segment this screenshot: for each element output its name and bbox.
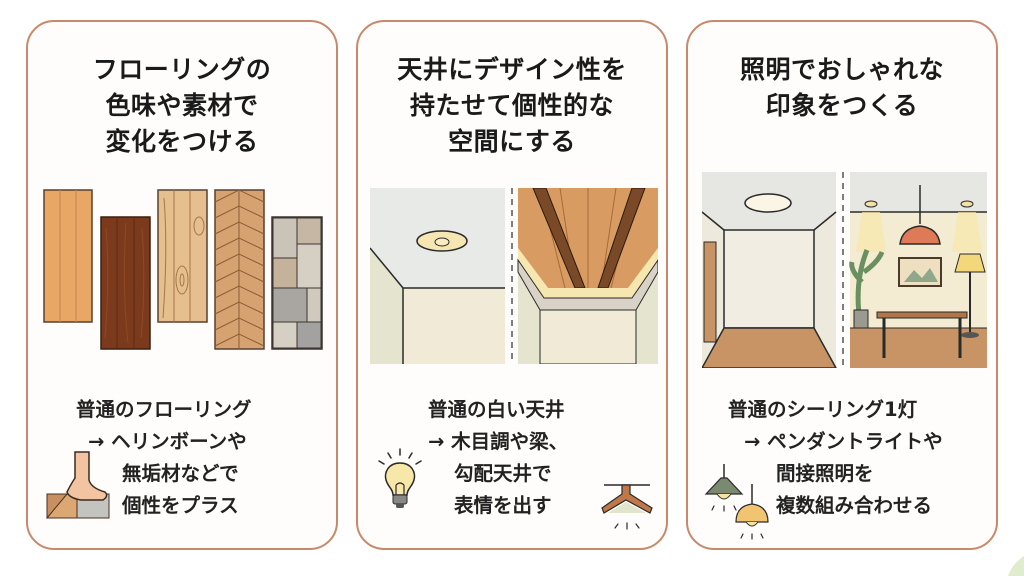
title-line: 照明でおしゃれな <box>739 55 944 84</box>
card-title: 照明でおしゃれな 印象をつくる <box>688 52 996 124</box>
herringbone-parquet <box>214 189 265 350</box>
desc-line: 普通のフローリング <box>76 398 252 421</box>
ceiling-before-after-illustration <box>370 188 658 364</box>
corner-leaf-decoration <box>984 536 1024 576</box>
desc-line: 普通の白い天井 <box>428 398 565 421</box>
desc-line: 複数組み合わせる <box>776 494 933 517</box>
desc-line: 個性をプラス <box>122 494 239 517</box>
card-title: フローリングの 色味や素材で 変化をつける <box>28 52 336 160</box>
desc-line: 表情を出す <box>454 494 552 517</box>
lighting-before-after-illustration <box>702 172 987 368</box>
dark-walnut-plank <box>100 216 151 350</box>
desc-line: 間接照明を <box>776 462 874 485</box>
desc-line: 無垢材などで <box>122 462 239 485</box>
title-line: 持たせて個性的な <box>409 91 614 120</box>
card-description: 普通のシーリング1灯 → ペンダントライトや 間接照明を 複数組み合わせる <box>728 394 943 522</box>
title-line: 変化をつける <box>105 127 259 156</box>
stone-tile <box>271 216 323 350</box>
title-line: 天井にデザイン性を <box>397 55 627 84</box>
desc-line: → ペンダントライトや <box>744 430 943 453</box>
title-line: 印象をつくる <box>765 91 919 120</box>
title-line: 色味や素材で <box>105 91 259 120</box>
natural-wood-grain-plank <box>157 189 208 323</box>
desc-line: 普通のシーリング1灯 <box>728 398 918 421</box>
card-lighting: 照明でおしゃれな 印象をつくる <box>686 20 998 550</box>
layered-lighting-scene <box>849 172 987 368</box>
card-description: 普通のフローリング → ヘリンボーンや 無垢材などで 個性をプラス <box>76 394 252 522</box>
title-line: 空間にする <box>448 127 576 156</box>
light-bulb-icon <box>376 447 424 511</box>
desc-line: → 木目調や梁、 <box>428 430 569 453</box>
title-line: フローリングの <box>92 55 272 84</box>
desc-line: → ヘリンボーンや <box>88 430 247 453</box>
card-ceiling: 天井にデザイン性を 持たせて個性的な 空間にする <box>356 20 668 550</box>
pendant-lamps-icon <box>700 464 772 544</box>
sloped-ceiling-icon <box>598 480 656 540</box>
card-flooring: フローリングの 色味や素材で 変化をつける <box>26 20 338 550</box>
foot-on-floor-icon <box>45 448 113 520</box>
single-ceiling-light-scene <box>702 172 837 368</box>
wood-beam-ceiling-scene <box>517 188 658 364</box>
flooring-samples-illustration <box>42 188 327 353</box>
plain-ceiling-scene <box>370 188 505 364</box>
card-title: 天井にデザイン性を 持たせて個性的な 空間にする <box>358 52 666 160</box>
light-oak-plank <box>43 189 93 323</box>
card-description: 普通の白い天井 → 木目調や梁、 勾配天井で 表情を出す <box>428 394 568 522</box>
desc-line: 勾配天井で <box>454 462 552 485</box>
